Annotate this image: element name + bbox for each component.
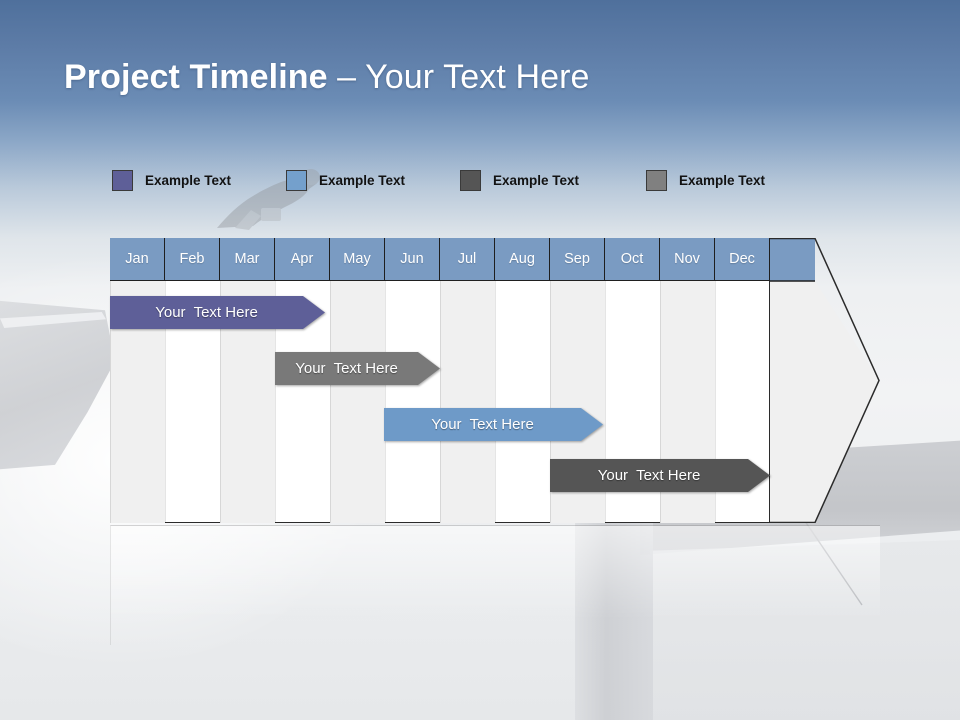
legend-item-4[interactable]: Example Text bbox=[646, 170, 765, 191]
timeline-arrow-point bbox=[769, 238, 880, 523]
legend-swatch-4-icon bbox=[646, 170, 667, 191]
timeline-bar-shape bbox=[110, 296, 325, 329]
timeline-column-jun: Jun bbox=[385, 238, 440, 523]
column-divider bbox=[715, 281, 716, 523]
legend-swatch-1-icon bbox=[112, 170, 133, 191]
timeline-bar-shape bbox=[384, 408, 603, 441]
page-title-separator: – bbox=[327, 58, 366, 96]
background-bridge-column-image bbox=[575, 520, 653, 720]
legend-item-3[interactable]: Example Text bbox=[460, 170, 579, 191]
column-divider bbox=[330, 281, 331, 523]
column-divider bbox=[165, 281, 166, 523]
column-divider bbox=[275, 281, 276, 523]
timeline-column-dec: Dec bbox=[715, 238, 770, 523]
month-header-jun[interactable]: Jun bbox=[385, 238, 440, 281]
month-header-sep[interactable]: Sep bbox=[550, 238, 605, 281]
column-divider bbox=[550, 281, 551, 523]
legend-label-4: Example Text bbox=[679, 173, 766, 188]
timeline-column-jan: Jan bbox=[110, 238, 165, 523]
timeline-bar-2[interactable]: Your Text Here bbox=[275, 352, 440, 385]
month-header-jan[interactable]: Jan bbox=[110, 238, 165, 281]
column-divider bbox=[660, 281, 661, 523]
month-header-dec[interactable]: Dec bbox=[715, 238, 770, 281]
timeline-bar-shape bbox=[275, 352, 440, 385]
column-divider bbox=[440, 281, 441, 523]
legend-item-2[interactable]: Example Text bbox=[286, 170, 405, 191]
column-divider bbox=[220, 281, 221, 523]
legend-swatch-3-icon bbox=[460, 170, 481, 191]
column-divider bbox=[605, 281, 606, 523]
month-header-apr[interactable]: Apr bbox=[275, 238, 330, 281]
timeline-column-jul: Jul bbox=[440, 238, 495, 523]
timeline-bar-label-1: Your Text Here bbox=[155, 304, 258, 321]
legend-label-1: Example Text bbox=[145, 173, 232, 188]
timeline-column-feb: Feb bbox=[165, 238, 220, 523]
timeline-column-aug: Aug bbox=[495, 238, 550, 523]
legend-item-1[interactable]: Example Text bbox=[112, 170, 231, 191]
timeline-bar-label-2: Your Text Here bbox=[295, 360, 398, 377]
month-header-may[interactable]: May bbox=[330, 238, 385, 281]
timeline-bar-1[interactable]: Your Text Here bbox=[110, 296, 325, 329]
timeline-column-oct: Oct bbox=[605, 238, 660, 523]
month-header-mar[interactable]: Mar bbox=[220, 238, 275, 281]
timeline-column-mar: Mar bbox=[220, 238, 275, 523]
column-divider bbox=[110, 281, 111, 523]
month-header-jul[interactable]: Jul bbox=[440, 238, 495, 281]
timeline-bar-3[interactable]: Your Text Here bbox=[384, 408, 603, 441]
timeline-bar-label-3: Your Text Here bbox=[431, 416, 534, 433]
timeline-bar-shape bbox=[550, 459, 770, 492]
page-title-regular: Your Text Here bbox=[365, 58, 590, 96]
column-divider bbox=[495, 281, 496, 523]
page-title: Project Timeline – Your Text Here bbox=[64, 58, 590, 97]
legend-label-2: Example Text bbox=[319, 173, 406, 188]
timeline-column-apr: Apr bbox=[275, 238, 330, 523]
month-header-nov[interactable]: Nov bbox=[660, 238, 715, 281]
legend-swatch-2-icon bbox=[286, 170, 307, 191]
page-title-bold: Project Timeline bbox=[64, 58, 328, 96]
month-header-oct[interactable]: Oct bbox=[605, 238, 660, 281]
timeline-bar-label-4: Your Text Here bbox=[597, 467, 701, 484]
column-divider bbox=[385, 281, 386, 523]
timeline-bar-4[interactable]: Your Text Here bbox=[550, 459, 770, 492]
month-header-feb[interactable]: Feb bbox=[165, 238, 220, 281]
month-header-aug[interactable]: Aug bbox=[495, 238, 550, 281]
legend-label-3: Example Text bbox=[493, 173, 580, 188]
